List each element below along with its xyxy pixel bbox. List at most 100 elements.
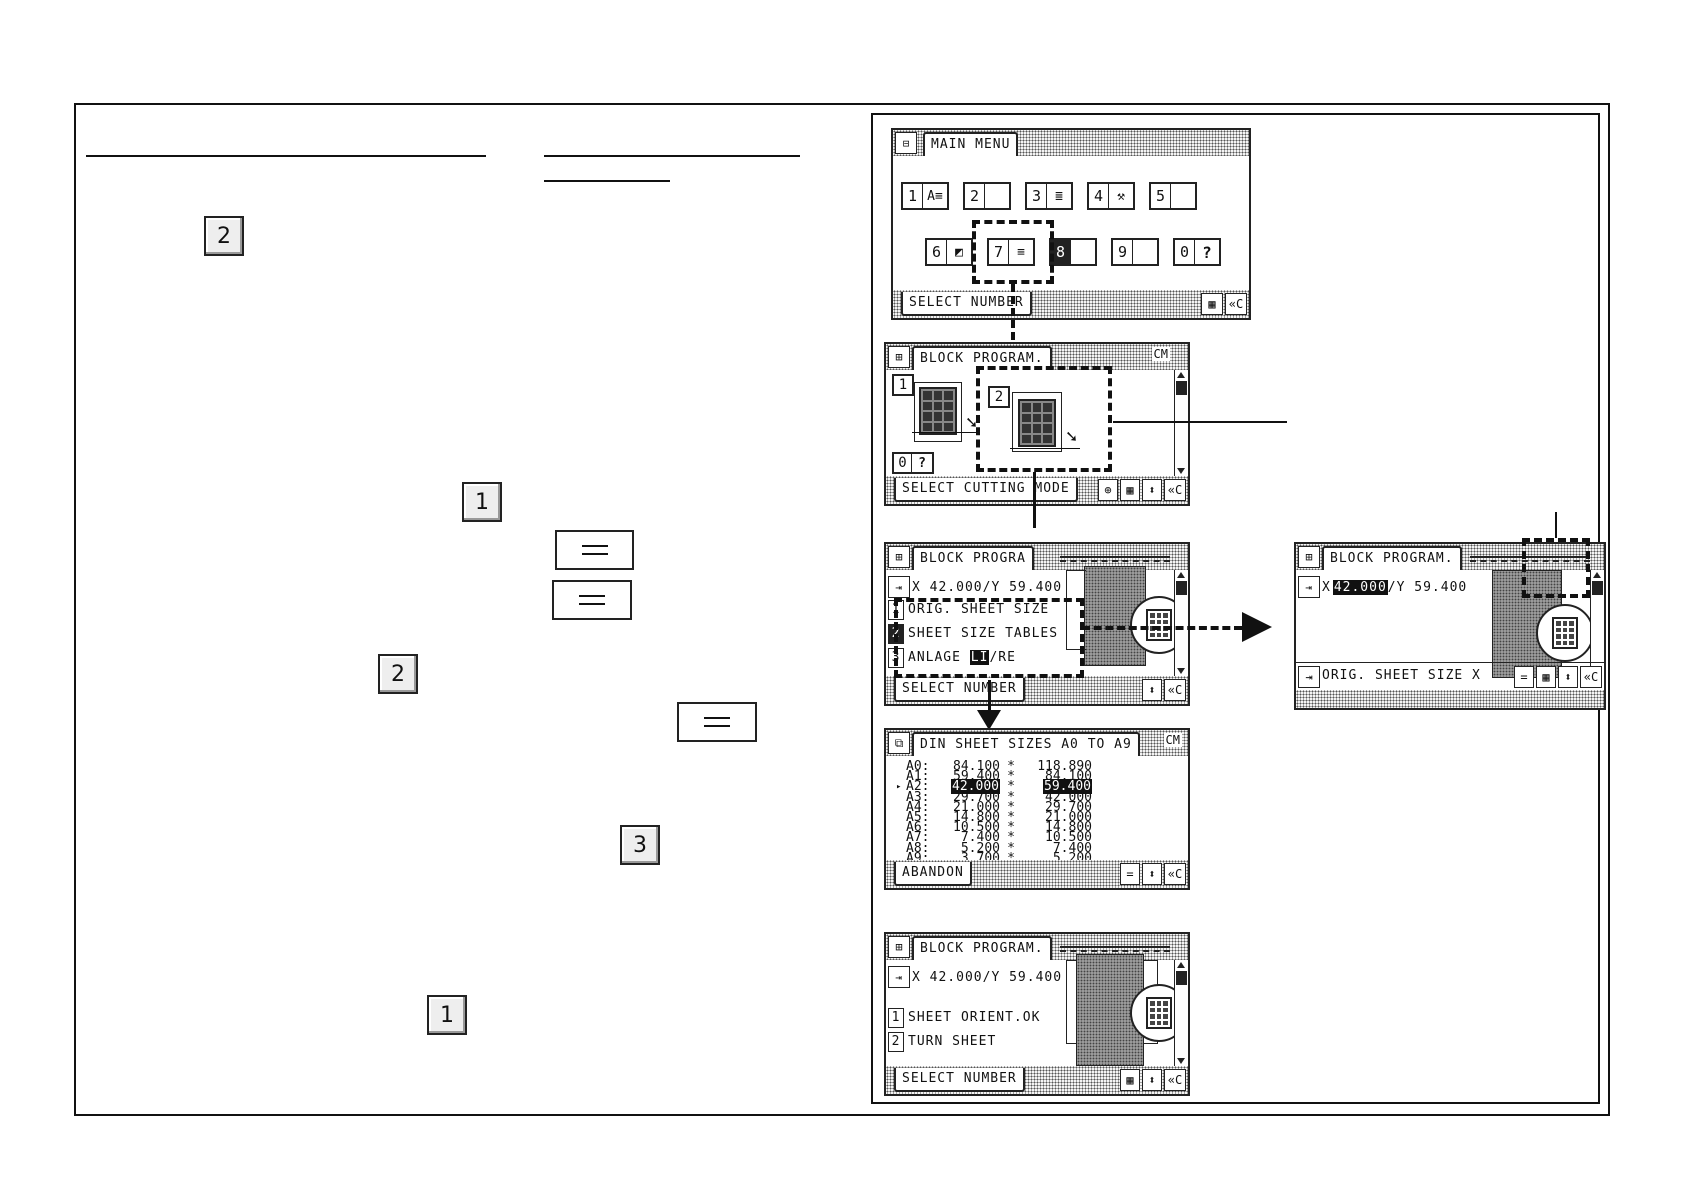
key-number: 6 <box>927 240 947 264</box>
coordinate-readout: ⇥ X 42.000 /Y 59.400 <box>1298 576 1467 598</box>
equals-key <box>555 530 634 570</box>
help-icon: ? <box>1202 242 1212 262</box>
help-key-0[interactable]: 0? <box>892 452 934 474</box>
grid-icon[interactable]: ▦ <box>1120 1069 1140 1091</box>
option-label: SHEET SIZE TABLES <box>908 626 1059 641</box>
blank-icon <box>1171 184 1195 208</box>
title-bar: ⊟ MAIN MENU <box>893 130 1249 156</box>
updown-icon[interactable]: ⬍ <box>1142 479 1162 501</box>
table-row[interactable]: A8:5.200*7.400 <box>906 840 1092 856</box>
coordinate-value: X 42.000/Y 59.400 <box>912 969 1063 985</box>
scrollbar[interactable] <box>1174 570 1188 676</box>
connector <box>1033 472 1036 528</box>
coordinate-value: X 42.000/Y 59.400 <box>912 579 1063 595</box>
din-sheet-sizes-screen: ⧉ DIN SHEET SIZES A0 TO A9 CM A0:84.100*… <box>884 728 1190 890</box>
clear-button[interactable]: «C <box>1164 479 1186 501</box>
scrollbar[interactable] <box>1174 370 1188 476</box>
table-row[interactable]: A0:84.100*118.890 <box>906 759 1092 774</box>
grid-icon[interactable]: ▦ <box>1120 479 1140 501</box>
key-number: 4 <box>1089 184 1109 208</box>
table-row-selected[interactable]: ▸A2:42.000*59.400 <box>896 779 1092 795</box>
mode-1-sheet <box>914 382 962 442</box>
screen-prompt: SELECT CUTTING MODE <box>894 478 1078 502</box>
clear-button[interactable]: «C <box>1580 666 1602 688</box>
machine-ruler <box>1060 556 1170 562</box>
screen-prompt: SELECT NUMBER <box>901 292 1032 316</box>
table-row[interactable]: A6:10.500*14.800 <box>906 820 1092 836</box>
grid-icon[interactable]: ▦ <box>1201 293 1223 315</box>
connector <box>988 680 991 712</box>
menu-key-2[interactable]: 2 <box>963 182 1011 210</box>
block-grid-icon <box>1146 997 1172 1029</box>
arrow-icon: ➘ <box>1066 426 1077 447</box>
block-grid-icon <box>1018 399 1056 447</box>
table-row[interactable]: A4:21.000*29.700 <box>906 799 1092 815</box>
option-label-highlight: LI <box>969 650 990 665</box>
coordinate-readout: ⇥ X 42.000/Y 59.400 <box>888 576 1062 598</box>
blank-icon <box>985 184 1009 208</box>
key-1: 1 <box>462 482 502 522</box>
arrow-icon: ➘ <box>966 412 977 433</box>
option-number: 2 <box>888 1032 904 1052</box>
status-bar: ⇥ ORIG. SHEET SIZE X = ▦ ⬍ «C <box>1296 662 1604 690</box>
key-number: 1 <box>903 184 923 208</box>
mode-key-1[interactable]: 1 <box>892 374 914 396</box>
unit-label: CM <box>1151 347 1170 361</box>
footer-bar <box>1296 690 1604 708</box>
title-bar: ⧉ DIN SHEET SIZES A0 TO A9 CM <box>886 730 1188 756</box>
menu-key-0[interactable]: 0? <box>1173 238 1221 266</box>
page-frame <box>74 103 1610 1116</box>
equals-key <box>677 702 757 742</box>
coordinate-x-value[interactable]: 42.000 <box>1332 579 1388 595</box>
mode-key-2[interactable]: 2 <box>988 386 1010 408</box>
option-label: /RE <box>989 650 1016 665</box>
menu-key-8[interactable]: 8 <box>1049 238 1097 266</box>
table-row[interactable]: A7:7.400*10.500 <box>906 830 1092 846</box>
key-3: 3 <box>620 825 660 865</box>
grid-icon[interactable]: ▦ <box>1536 666 1556 688</box>
status-bar: SELECT CUTTING MODE ⊕ ▦ ⬍ «C <box>886 476 1188 504</box>
clear-button[interactable]: «C <box>1164 679 1186 701</box>
option-label: TURN SHEET <box>908 1034 997 1049</box>
block-grid-icon <box>1552 617 1578 649</box>
machine-ruler <box>1060 946 1170 952</box>
highlight-ruler <box>1522 538 1590 598</box>
table-row[interactable]: A3:29.700*42.000 <box>906 789 1092 805</box>
arrow-right-icon <box>1242 612 1272 642</box>
menu-key-6[interactable]: 6◩ <box>925 238 973 266</box>
clear-button[interactable]: «C <box>1225 293 1247 315</box>
feeder-icon: ⇥ <box>1298 666 1320 688</box>
updown-icon[interactable]: ⬍ <box>1558 666 1578 688</box>
menu-key-9[interactable]: 9 <box>1111 238 1159 266</box>
menu-key-7[interactable]: 7≡ <box>987 238 1035 266</box>
status-bar: SELECT NUMBER ⬍ «C <box>886 676 1188 704</box>
menu-key-4[interactable]: 4⚒ <box>1087 182 1135 210</box>
clear-button[interactable]: «C <box>1164 1069 1186 1091</box>
status-bar: ABANDON = ⬍ «C <box>886 860 1188 888</box>
menu-key-5[interactable]: 5 <box>1149 182 1197 210</box>
updown-icon[interactable]: ⬍ <box>1142 863 1162 885</box>
updown-icon[interactable]: ⬍ <box>1142 1069 1162 1091</box>
cursor-icon[interactable]: ⊕ <box>1098 479 1118 501</box>
equals-button[interactable]: = <box>1120 863 1140 885</box>
key-number: 1 <box>898 377 908 393</box>
clear-button[interactable]: «C <box>1164 863 1186 885</box>
menu-key-3[interactable]: 3≣ <box>1025 182 1073 210</box>
title-bar: ⊞ BLOCK PROGRAM. <box>1296 544 1604 570</box>
scrollbar[interactable] <box>1174 960 1188 1066</box>
updown-icon[interactable]: ⬍ <box>1142 679 1162 701</box>
cut-line <box>1010 448 1080 449</box>
title-bar: ⊞ BLOCK PROGRA <box>886 544 1188 570</box>
book-icon: ⊟ <box>895 132 917 154</box>
option-turn-sheet[interactable]: 2 TURN SHEET <box>888 1032 996 1052</box>
option-label: ORIG. SHEET SIZE <box>908 602 1050 617</box>
tools-icon: ⚒ <box>1117 188 1125 204</box>
table-row[interactable]: A5:14.800*21.000 <box>906 809 1092 825</box>
equals-button[interactable]: = <box>1514 666 1534 688</box>
feeder-icon: ⇥ <box>1298 576 1320 598</box>
block-program-icon: ⊞ <box>888 546 910 568</box>
feeder-icon: ⇥ <box>888 966 910 988</box>
